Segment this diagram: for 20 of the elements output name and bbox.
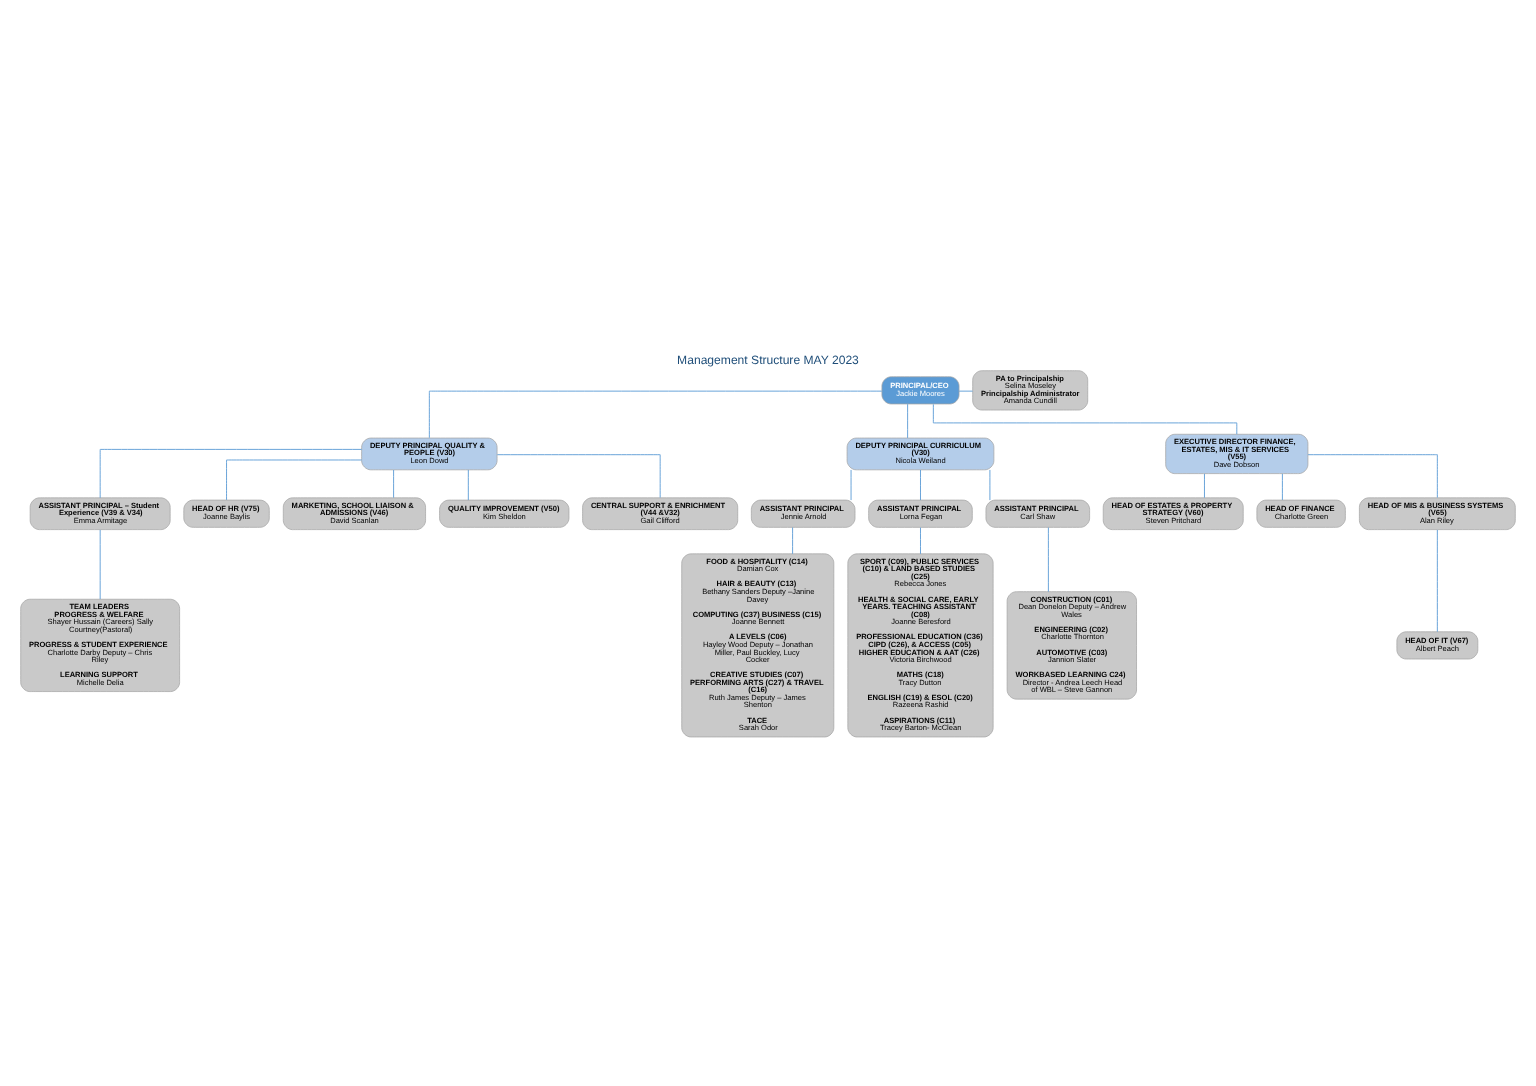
connector xyxy=(850,468,852,500)
connector xyxy=(1307,453,1438,498)
connector xyxy=(226,458,362,500)
connector xyxy=(989,468,991,500)
connector xyxy=(1281,472,1283,500)
connector xyxy=(1436,528,1438,632)
connector xyxy=(907,402,909,438)
connector xyxy=(1047,526,1049,592)
connector xyxy=(99,528,101,599)
connector xyxy=(99,447,362,498)
connector xyxy=(932,402,1238,434)
connector xyxy=(958,389,974,391)
connector xyxy=(920,526,921,554)
connector xyxy=(393,468,395,498)
connector xyxy=(428,389,883,438)
connector xyxy=(1204,472,1205,498)
connector xyxy=(792,526,794,554)
connector xyxy=(920,468,921,500)
connector xyxy=(496,453,661,498)
connector xyxy=(467,468,469,500)
